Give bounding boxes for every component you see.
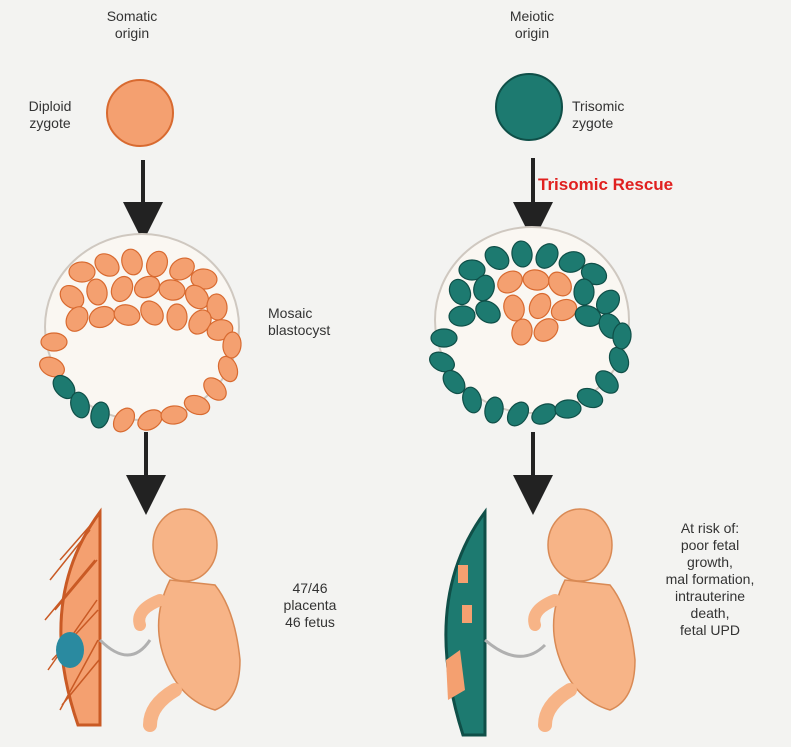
right-placenta	[446, 512, 485, 735]
right-fetus	[534, 509, 635, 725]
rescued-blastocyst	[426, 227, 632, 430]
trisomic-zygote	[496, 74, 562, 140]
right-umbilical-cord	[485, 640, 545, 656]
left-placenta	[45, 512, 100, 725]
diploid-zygote	[107, 80, 173, 146]
trisomic-patch	[56, 632, 84, 668]
mosaic-blastocyst	[36, 234, 242, 436]
left-fetus	[139, 509, 240, 725]
left-umbilical-cord	[100, 640, 150, 655]
